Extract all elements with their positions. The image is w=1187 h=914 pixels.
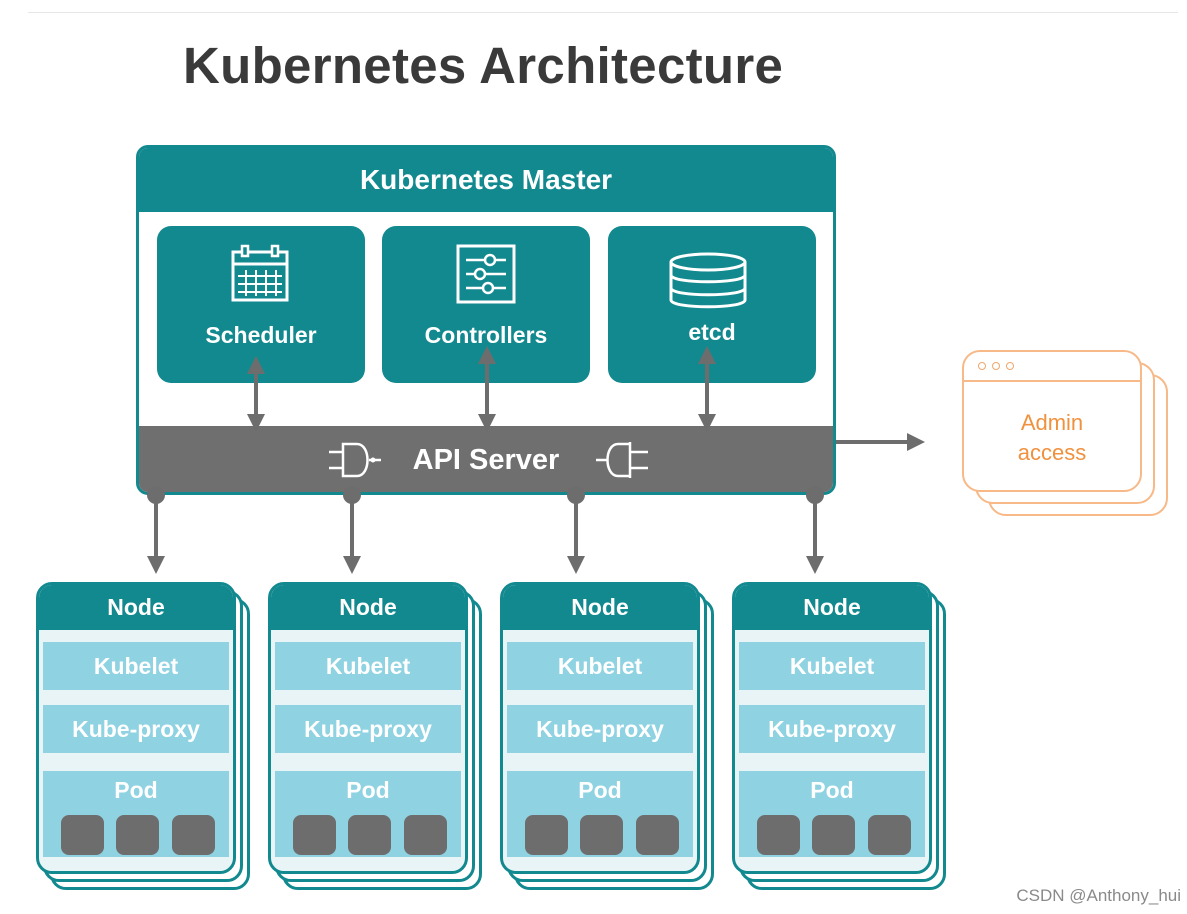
controllers-box: Controllers xyxy=(382,226,590,383)
socket-icon xyxy=(596,442,648,478)
diagram-title: Kubernetes Architecture xyxy=(183,37,784,94)
pod-label: Pod xyxy=(810,777,854,803)
kubelet-band: Kubelet xyxy=(275,642,461,690)
window-dot-icon xyxy=(978,362,986,370)
window-dot-icon xyxy=(992,362,1000,370)
pod-label: Pod xyxy=(114,777,158,803)
container-icon xyxy=(636,815,679,855)
container-icon xyxy=(61,815,104,855)
admin-label-line1: Admin xyxy=(1020,410,1084,435)
api-server-label: API Server xyxy=(412,444,560,476)
master-header: Kubernetes Master xyxy=(139,148,833,212)
container-icon xyxy=(404,815,447,855)
etcd-label: etcd xyxy=(688,319,736,345)
node-title: Node xyxy=(735,585,929,630)
api-node-arrows xyxy=(147,486,824,574)
pod-label: Pod xyxy=(578,777,622,803)
kubelet-band: Kubelet xyxy=(43,642,229,690)
container-icon xyxy=(580,815,623,855)
kubelet-band: Kubelet xyxy=(739,642,925,690)
database-icon xyxy=(669,252,747,309)
controllers-label: Controllers xyxy=(424,322,548,348)
node-1: Node Kubelet Kube-proxy Pod xyxy=(36,582,236,874)
admin-label-line2: access xyxy=(1017,440,1087,465)
kube-proxy-band: Kube-proxy xyxy=(739,705,925,753)
kubernetes-master: Kubernetes Master Scheduler Control xyxy=(136,145,836,495)
window-dot-icon xyxy=(1006,362,1014,370)
container-icon xyxy=(293,815,336,855)
kubelet-band: Kubelet xyxy=(507,642,693,690)
pod-box: Pod xyxy=(739,771,925,857)
container-icon xyxy=(868,815,911,855)
top-divider xyxy=(28,12,1178,13)
container-icon xyxy=(348,815,391,855)
container-icon xyxy=(757,815,800,855)
plug-icon xyxy=(329,442,381,478)
node-4: Node Kubelet Kube-proxy Pod xyxy=(732,582,932,874)
api-server-bar: API Server xyxy=(139,426,833,492)
admin-window-titlebar xyxy=(964,352,1140,382)
kube-proxy-band: Kube-proxy xyxy=(275,705,461,753)
container-icon xyxy=(525,815,568,855)
watermark: CSDN @Anthony_hui xyxy=(1016,886,1181,905)
container-icon xyxy=(116,815,159,855)
sliders-icon xyxy=(456,244,516,304)
container-icon xyxy=(812,815,855,855)
kube-proxy-band: Kube-proxy xyxy=(507,705,693,753)
kube-proxy-band: Kube-proxy xyxy=(43,705,229,753)
pod-box: Pod xyxy=(43,771,229,857)
scheduler-label: Scheduler xyxy=(205,322,317,348)
node-2: Node Kubelet Kube-proxy Pod xyxy=(268,582,468,874)
admin-access-label: Admin access xyxy=(964,408,1140,468)
pod-box: Pod xyxy=(507,771,693,857)
node-3: Node Kubelet Kube-proxy Pod xyxy=(500,582,700,874)
admin-access-window: Admin access xyxy=(962,350,1142,492)
node-title: Node xyxy=(503,585,697,630)
calendar-icon xyxy=(231,244,289,302)
pod-label: Pod xyxy=(346,777,390,803)
node-title: Node xyxy=(39,585,233,630)
container-icon xyxy=(172,815,215,855)
node-title: Node xyxy=(271,585,465,630)
pod-box: Pod xyxy=(275,771,461,857)
